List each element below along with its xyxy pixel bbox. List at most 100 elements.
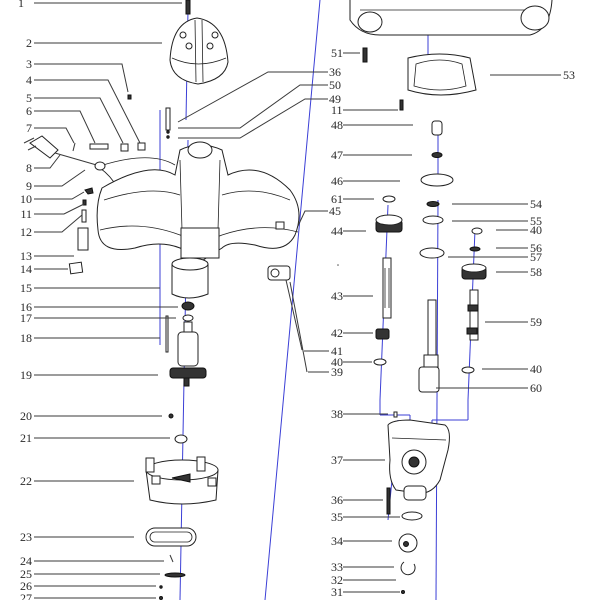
part-nut-5: [120, 143, 129, 152]
left-callouts: 1 2 3 4 5 6 7 8 9 10 11 12 13 14 15 16 1…: [18, 0, 182, 600]
svg-text:43: 43: [331, 289, 343, 303]
part-bearing-40b: [471, 227, 483, 235]
part-circlip-56: [469, 246, 481, 252]
part-bearing-16: [181, 301, 195, 311]
svg-text:36: 36: [329, 65, 341, 79]
callout-54: 54: [452, 197, 542, 211]
part-switch-plate: [68, 261, 84, 275]
callout-51: 51: [331, 46, 360, 60]
right-callouts: 53 54 55 40 56 57 58 59 40 60: [436, 68, 575, 395]
svg-text:18: 18: [20, 331, 32, 345]
callout-11-mid: 11: [331, 103, 398, 117]
svg-text:38: 38: [331, 407, 343, 421]
callout-31: 31: [331, 585, 400, 599]
callout-53: 53: [490, 68, 575, 82]
svg-text:8: 8: [26, 161, 32, 175]
callout-1: 1: [18, 0, 182, 10]
svg-text:14: 14: [20, 262, 32, 276]
part-gear-housing-cover: [145, 456, 219, 505]
callout-3: 3: [26, 57, 129, 93]
part-disc: [420, 173, 454, 187]
part-screw-36: [165, 107, 171, 131]
callout-40-right-top: 40: [496, 223, 542, 237]
svg-text:55: 55: [530, 214, 542, 228]
svg-text:9: 9: [26, 179, 32, 193]
svg-text:53: 53: [563, 68, 575, 82]
stray-dot: [337, 264, 339, 266]
part-power-cord-plug: [23, 135, 176, 231]
svg-text:59: 59: [530, 315, 542, 329]
svg-text:44: 44: [331, 224, 343, 238]
part-screw-1: [185, 0, 191, 15]
part-o-ring-54: [426, 201, 440, 207]
svg-text:40: 40: [530, 223, 542, 237]
callout-21: 21: [20, 431, 170, 445]
svg-text:42: 42: [331, 326, 343, 340]
svg-text:48: 48: [331, 118, 343, 132]
svg-text:26: 26: [20, 579, 32, 593]
callout-13: 13: [20, 249, 74, 263]
part-intermediate-shaft: [466, 289, 479, 341]
part-small-screw-3: [127, 94, 132, 100]
part-pin-7: [72, 142, 76, 152]
callout-40-right-bottom: 40: [482, 362, 542, 376]
callout-55: 55: [452, 214, 542, 228]
callout-40-mid: 40: [331, 355, 372, 369]
callout-35: 35: [331, 510, 400, 524]
part-gear-44: [375, 214, 403, 233]
svg-text:5: 5: [26, 91, 32, 105]
svg-text:40: 40: [331, 355, 343, 369]
svg-text:45: 45: [329, 204, 341, 218]
svg-text:11: 11: [331, 103, 343, 117]
callout-60: 60: [436, 381, 542, 395]
callout-10: 10: [20, 191, 85, 206]
callout-22: 22: [20, 474, 134, 488]
svg-text:50: 50: [329, 78, 341, 92]
part-motor-housing: [96, 141, 300, 263]
svg-text:17: 17: [20, 311, 32, 325]
callout-47: 47: [331, 148, 412, 162]
svg-text:39: 39: [331, 365, 343, 379]
part-washer-50: [166, 130, 170, 134]
part-circlip-33: [400, 561, 416, 576]
callout-50: 50: [178, 78, 341, 129]
part-stator: [171, 257, 209, 299]
svg-text:3: 3: [26, 57, 32, 71]
svg-text:57: 57: [530, 250, 542, 264]
part-bearing-57: [419, 247, 445, 259]
callout-58: 58: [496, 265, 542, 279]
svg-text:15: 15: [20, 281, 32, 295]
svg-text:13: 13: [20, 249, 32, 263]
part-washer-17: [182, 314, 194, 322]
part-bushing: [431, 120, 443, 136]
callout-59: 59: [485, 315, 542, 329]
callout-56: 56: [496, 241, 542, 255]
svg-text:60: 60: [530, 381, 542, 395]
callout-37: 37: [331, 453, 385, 467]
part-pin-31: [401, 590, 405, 594]
callout-16: 16: [20, 300, 178, 314]
svg-text:2: 2: [26, 36, 32, 50]
part-gasket: [145, 527, 197, 547]
part-clip-4: [137, 142, 146, 151]
callout-44: 44: [331, 224, 366, 238]
callout-48: 48: [331, 118, 413, 132]
callout-15: 15: [20, 281, 160, 295]
svg-text:16: 16: [20, 300, 32, 314]
callout-14: 14: [20, 262, 68, 276]
part-rotor: [169, 321, 207, 387]
callout-34: 34: [331, 534, 392, 548]
svg-text:11: 11: [20, 207, 32, 221]
callout-24: 24: [20, 554, 164, 568]
part-bearing-55: [422, 215, 444, 225]
part-screw-27: [159, 596, 163, 600]
svg-text:12: 12: [20, 225, 32, 239]
svg-text:58: 58: [530, 265, 542, 279]
callout-2: 2: [26, 36, 162, 50]
callout-18: 18: [20, 331, 160, 345]
svg-text:19: 19: [20, 368, 32, 382]
callout-38: 38: [331, 407, 388, 421]
svg-text:41: 41: [331, 344, 343, 358]
part-switch-lever: [84, 187, 94, 195]
callout-39: 39: [308, 365, 343, 379]
